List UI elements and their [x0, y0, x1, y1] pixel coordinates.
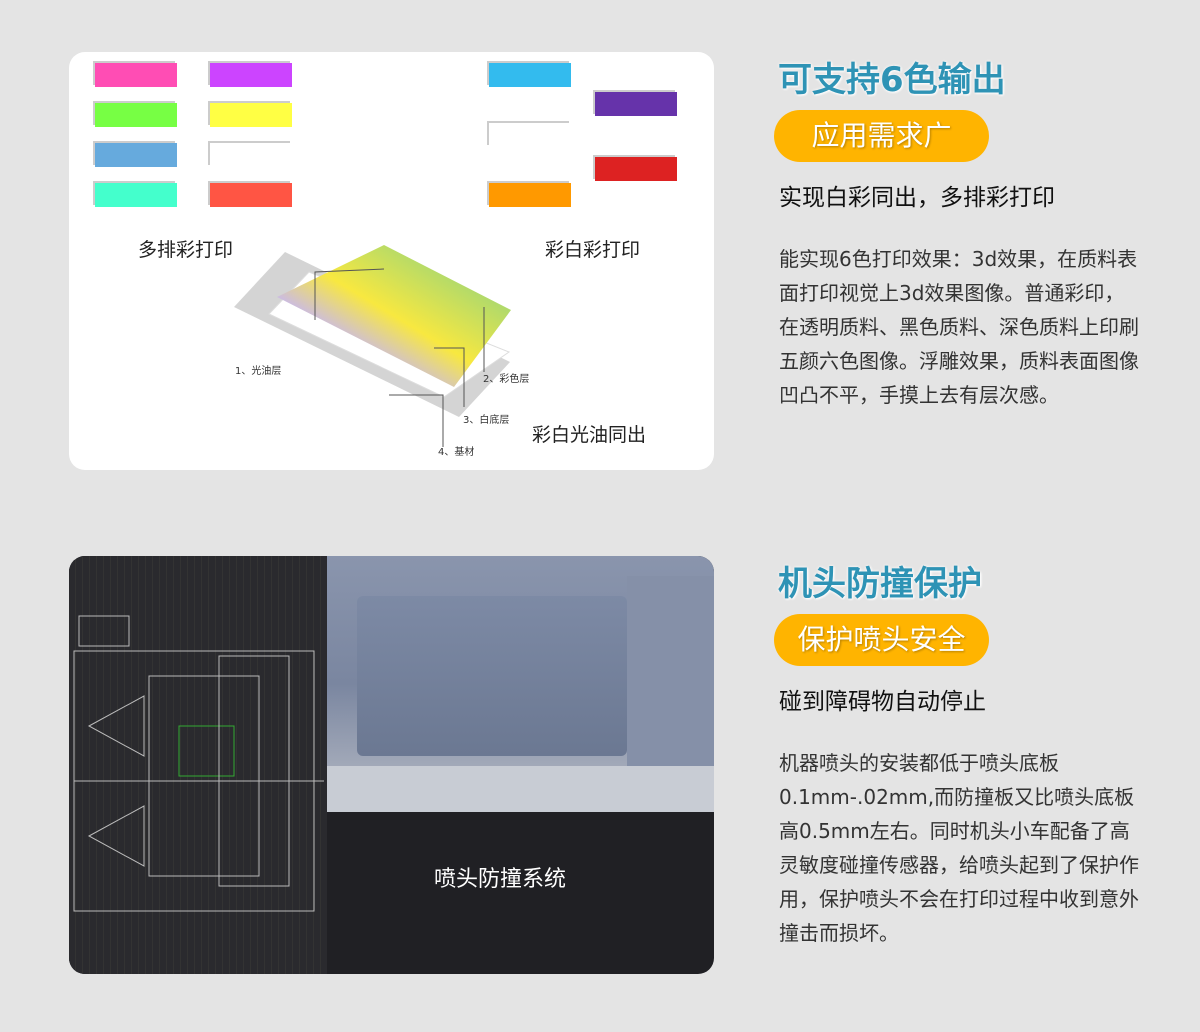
color-swatch: [489, 183, 571, 207]
section1-subtitle: 实现白彩同出，多排彩打印: [779, 185, 1055, 211]
section1-description: 能实现6色打印效果：3d效果，在质料表面打印视觉上3d效果图像。普通彩印，在透明…: [779, 247, 1139, 407]
blueprint-drawing: [73, 615, 324, 912]
color-output-illustration: 多排彩打印 彩白彩打印 彩白光油同出 1、光油层 2、彩色层 3、白底层 4、基…: [69, 52, 714, 470]
image-caption: 喷头防撞系统: [434, 867, 567, 892]
color-swatch: [95, 183, 177, 207]
color-swatch: [210, 63, 292, 87]
color-swatch: [95, 143, 177, 167]
section2-title: 机头防撞保护: [778, 564, 982, 604]
section2-description: 机器喷头的安装都低于喷头底板0.1mm-.02mm,而防撞板又比喷头底板高0.5…: [779, 751, 1139, 945]
color-swatch: [489, 123, 571, 147]
layer-label: 2、彩色层: [483, 374, 530, 385]
blueprint-image: [69, 556, 327, 974]
layer-label: 4、基材: [438, 447, 475, 458]
label-white-color: 彩白彩打印: [545, 239, 641, 261]
layer-diagram: [234, 245, 511, 447]
layer-label: 3、白底层: [463, 415, 510, 426]
color-layer: [277, 245, 511, 387]
label-varnish: 彩白光油同出: [532, 424, 647, 446]
anti-collision-illustration: 喷头防撞系统: [69, 556, 714, 974]
section1-title: 可支持6色输出: [778, 60, 1006, 100]
color-swatch: [95, 103, 177, 127]
color-swatch: [210, 143, 292, 167]
color-swatch: [210, 183, 292, 207]
color-swatch: [95, 63, 177, 87]
section1-badge: 应用需求广: [774, 110, 989, 162]
layer-label: 1、光油层: [235, 366, 282, 377]
printer-head-photo: [327, 556, 714, 812]
label-multi-row: 多排彩打印: [138, 239, 234, 261]
color-swatch: [595, 157, 677, 181]
color-swatch: [595, 92, 677, 116]
color-swatch: [210, 103, 292, 127]
section2-badge: 保护喷头安全: [774, 614, 989, 666]
section2-subtitle: 碰到障碍物自动停止: [779, 689, 986, 715]
color-swatch: [489, 63, 571, 87]
